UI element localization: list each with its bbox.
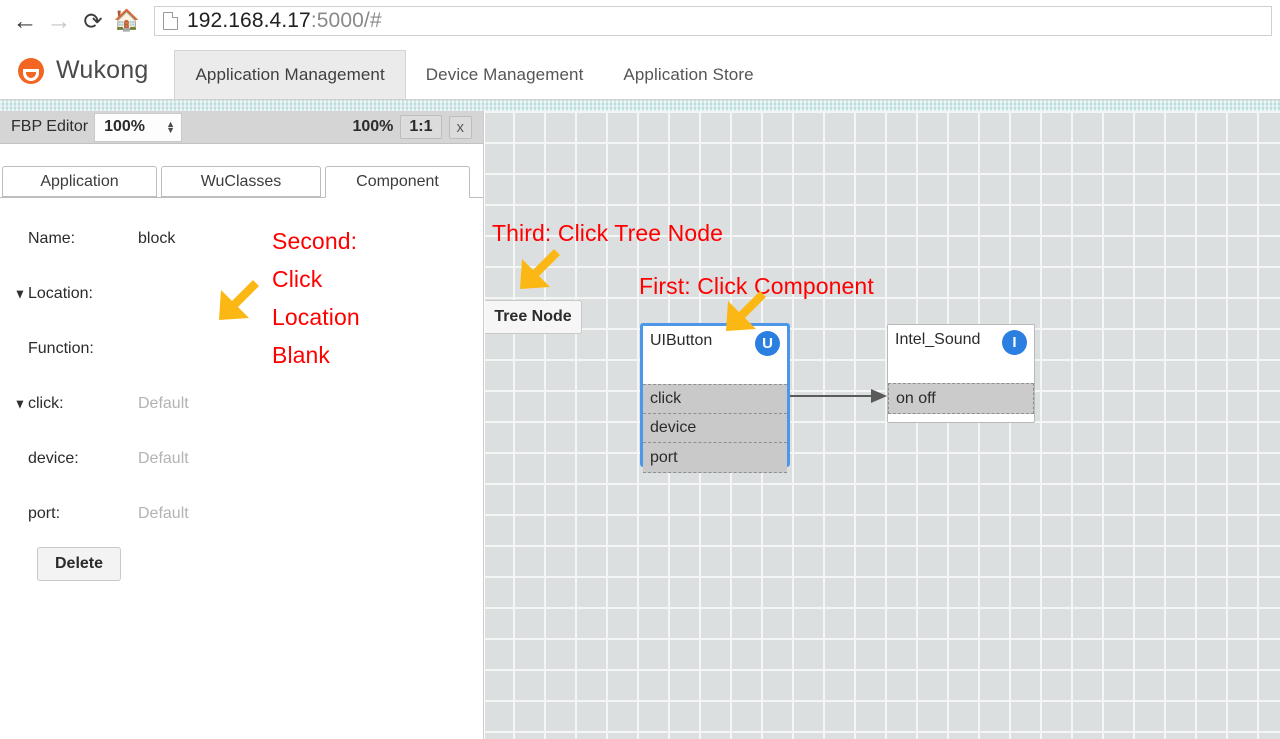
- annotation-second-text: Second: Click Location Blank: [272, 228, 360, 368]
- expand-caret-icon[interactable]: ▼: [14, 285, 26, 302]
- property-row-location: ▼ Location:: [0, 266, 483, 321]
- component-properties-form: ▼ Name: block ▼ Location: ▼ Function: ▼ …: [0, 211, 483, 587]
- property-value-device[interactable]: Default: [138, 449, 189, 467]
- property-label-function: Function:: [28, 339, 94, 357]
- brand-name: Wukong: [56, 56, 149, 84]
- property-row-function: ▼ Function:: [0, 321, 483, 376]
- node-badge-icon: I: [1002, 330, 1027, 355]
- property-row-click: ▼ click: Default: [0, 376, 483, 431]
- toolbar-right-group: 100% 1:1 x: [352, 115, 472, 139]
- delete-button[interactable]: Delete: [37, 547, 122, 581]
- arrow-down-left-icon: [219, 280, 259, 320]
- property-label-click: click:: [28, 394, 64, 412]
- fbp-graph-canvas[interactable]: Tree Node UIButton U click device port I…: [485, 111, 1280, 739]
- home-icon[interactable]: 🏠: [113, 9, 141, 32]
- node-port-on-off[interactable]: on off: [896, 389, 936, 407]
- arrow-down-left-icon: [726, 291, 766, 331]
- reload-icon[interactable]: ⟳: [83, 7, 103, 34]
- property-label-location: Location:: [28, 284, 93, 302]
- zoom-readout: 100%: [352, 118, 394, 135]
- annotation-third-text: Third: Click Tree Node: [492, 220, 723, 246]
- nav-tab-application-management[interactable]: Application Management: [174, 50, 406, 99]
- page-document-icon: [163, 12, 178, 30]
- node-port-port[interactable]: port: [650, 448, 678, 466]
- url-path: :5000/#: [310, 9, 382, 32]
- tab-component[interactable]: Component: [325, 166, 470, 198]
- tab-wuclasses[interactable]: WuClasses: [161, 166, 321, 197]
- fbp-editor-toolbar: FBP Editor 100% ▲▼ 100% 1:1 x: [0, 111, 483, 144]
- fbp-editor-title: FBP Editor: [11, 118, 89, 135]
- property-label-device: device:: [28, 449, 79, 467]
- nav-tab-application-store[interactable]: Application Store: [623, 64, 754, 84]
- property-value-name[interactable]: block: [138, 229, 176, 247]
- node-intel-sound[interactable]: Intel_Sound I on off: [887, 324, 1035, 423]
- nav-tab-device-management[interactable]: Device Management: [425, 64, 584, 84]
- property-row-port: ▼ port: Default: [0, 486, 483, 541]
- property-row-name: ▼ Name: block: [0, 211, 483, 266]
- node-ports: click device port: [643, 384, 787, 473]
- property-value-port[interactable]: Default: [138, 504, 189, 522]
- url-bar[interactable]: 192.168.4.17:5000/#: [154, 6, 1272, 36]
- back-arrow-icon[interactable]: ←: [12, 6, 38, 35]
- brand[interactable]: Wukong: [0, 42, 174, 99]
- annotation-first-text: First: Click Component: [639, 273, 874, 299]
- node-uibutton[interactable]: UIButton U click device port: [640, 323, 790, 473]
- zoom-select[interactable]: 100% ▲▼: [94, 112, 183, 142]
- node-port-click[interactable]: click: [643, 385, 787, 414]
- node-port-device[interactable]: device: [643, 414, 787, 443]
- property-row-device: ▼ device: Default: [0, 431, 483, 486]
- tree-node-button[interactable]: Tree Node: [485, 300, 582, 334]
- node-ports: on off: [888, 383, 1034, 414]
- connection-layer: [790, 389, 887, 403]
- close-editor-button[interactable]: x: [448, 115, 472, 139]
- expand-caret-icon[interactable]: ▼: [14, 395, 26, 412]
- zoom-select-value: 100%: [104, 118, 145, 135]
- node-title: Intel_Sound: [895, 331, 981, 348]
- node-title: UIButton: [650, 332, 713, 349]
- delete-row: Delete: [0, 541, 483, 587]
- property-label-port: port:: [28, 504, 61, 522]
- one-to-one-button[interactable]: 1:1: [400, 115, 442, 139]
- property-label-name: Name:: [28, 229, 76, 247]
- fbp-editor-panel: FBP Editor 100% ▲▼ 100% 1:1 x Applicatio…: [0, 111, 484, 739]
- tab-application[interactable]: Application: [2, 166, 157, 197]
- arrow-down-left-icon: [520, 249, 560, 289]
- property-value-click[interactable]: Default: [138, 394, 189, 412]
- browser-toolbar: ← → ⟳ 🏠 192.168.4.17:5000/#: [0, 0, 1280, 43]
- node-header: UIButton U: [643, 326, 787, 384]
- node-header: Intel_Sound I: [888, 325, 1034, 383]
- node-badge-icon: U: [755, 331, 780, 356]
- panel-tab-bar: Application WuClasses Component: [0, 166, 483, 198]
- app-navigation-bar: Wukong Application Management Device Man…: [0, 42, 1280, 100]
- decorative-teal-band: [0, 100, 1280, 111]
- spinner-up-down-icon[interactable]: ▲▼: [166, 119, 176, 135]
- forward-arrow-icon[interactable]: →: [46, 6, 72, 35]
- url-host: 192.168.4.17: [187, 9, 311, 32]
- wukong-monkey-logo-icon: [18, 57, 44, 84]
